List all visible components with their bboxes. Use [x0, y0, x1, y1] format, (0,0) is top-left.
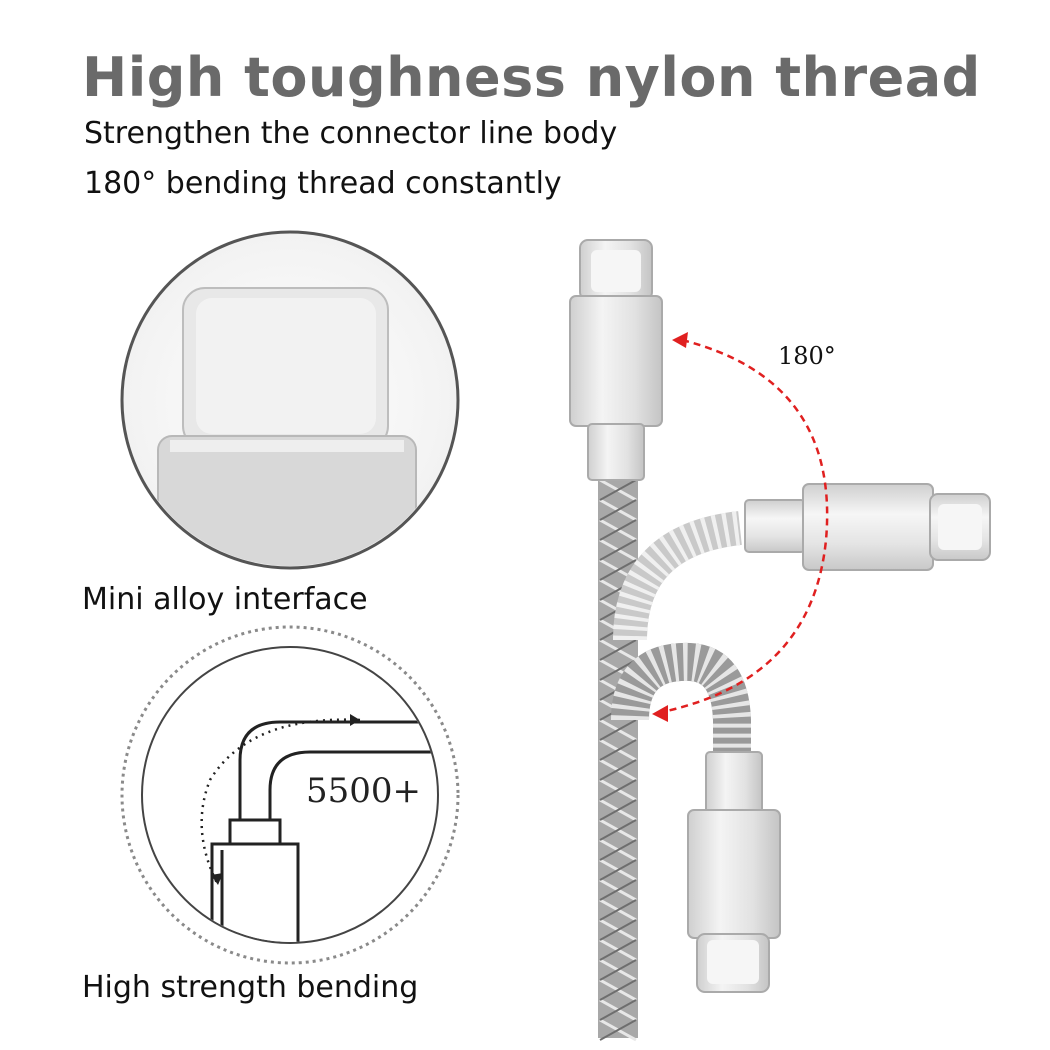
top-usb-c-connector: [569, 239, 663, 481]
bending-zoom-circle: [120, 625, 460, 965]
bottom-usb-c-connector: [687, 751, 781, 993]
bend-angle-label: 180°: [778, 342, 836, 370]
connector-zoom-circle: [120, 230, 460, 570]
page-title: High toughness nylon thread: [82, 46, 981, 109]
bend-count-label: 5500+: [306, 771, 422, 811]
bend-angle-arrow-icon: [652, 332, 829, 722]
braided-cable: [598, 478, 751, 1042]
bending-caption: High strength bending: [82, 970, 419, 1005]
subtitle-bending: 180° bending thread constantly: [84, 166, 562, 201]
subtitle-connector: Strengthen the connector line body: [84, 116, 618, 151]
bend-arrow-icon: [200, 718, 361, 886]
interface-caption: Mini alloy interface: [82, 582, 368, 617]
middle-usb-c-connector: [744, 483, 991, 571]
